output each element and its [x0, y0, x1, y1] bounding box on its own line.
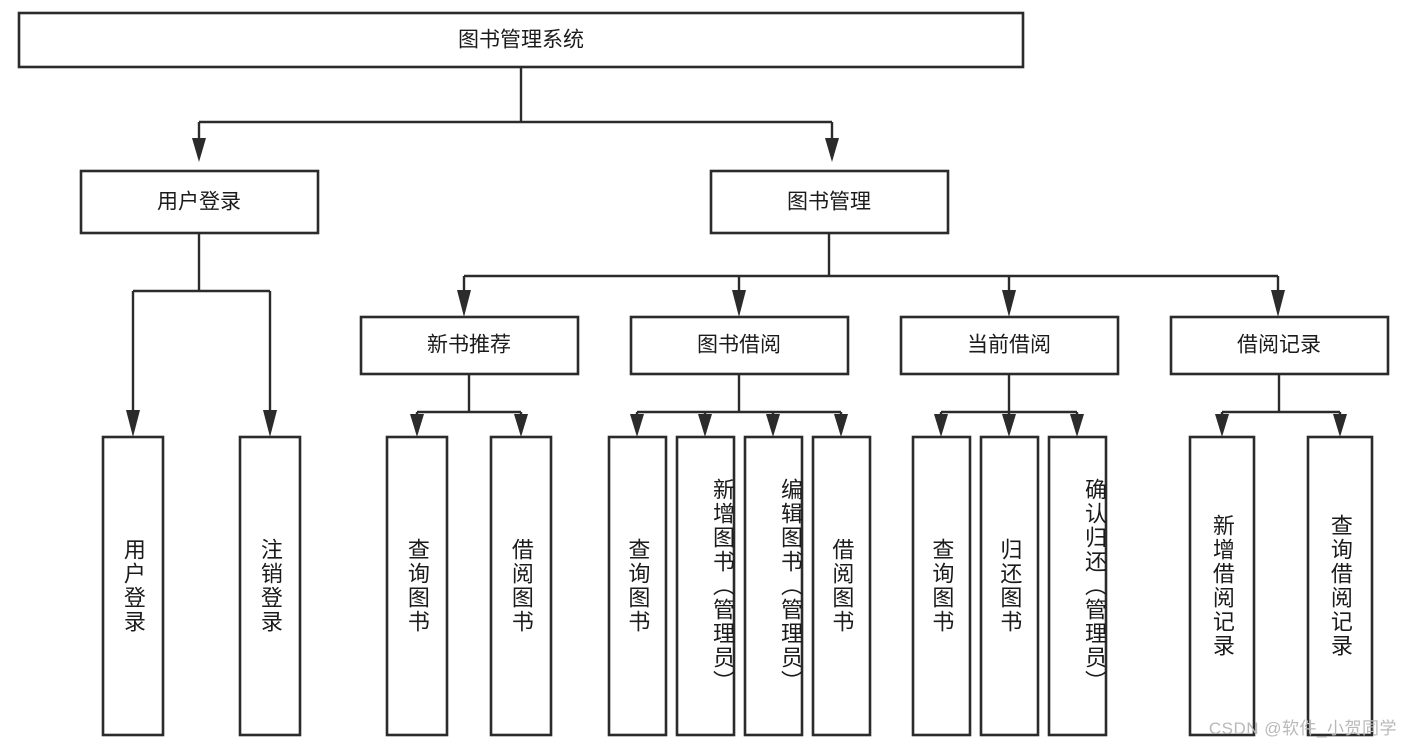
leaf-box-user-login [101, 435, 165, 737]
node-book-manage: 图书管理 [709, 169, 950, 235]
node-current-borrow-box [899, 315, 1120, 376]
arrow-to-leaf-edit-book [766, 414, 780, 437]
arrow-to-leaf-logout [263, 410, 277, 437]
csdn-watermark: CSDN @软件_小贺同学 [1208, 719, 1397, 738]
node-borrow-records: 借阅记录 [1169, 315, 1390, 376]
arrow-to-book-manage [825, 138, 839, 162]
arrow-to-leaf-query-book-1 [410, 414, 424, 437]
leaf-box-borrow-book-1 [489, 435, 553, 737]
leaf-box-logout [238, 435, 302, 737]
connector-new-book-rec-to-leaves [410, 374, 528, 437]
arrow-to-leaf-query-book-2 [630, 414, 644, 437]
node-current-borrow-label: 当前借阅 [967, 334, 1051, 357]
connector-book-manage-to-level3 [457, 233, 1285, 317]
leaf-box-edit-book [743, 435, 804, 737]
node-root: 图书管理系统 [17, 11, 1025, 69]
connector-book-borrow-to-leaves [630, 374, 848, 437]
leaf-box-borrow-book-2 [811, 435, 872, 737]
connector-root-to-level2 [192, 67, 839, 162]
arrow-to-leaf-return-book [1002, 414, 1016, 437]
node-borrow-records-label: 借阅记录 [1237, 334, 1321, 357]
arrow-to-current-borrow [1002, 290, 1016, 317]
arrow-to-leaf-query-record [1333, 414, 1347, 437]
node-book-manage-label: 图书管理 [787, 191, 871, 214]
node-current-borrow: 当前借阅 [899, 315, 1120, 376]
arrow-to-leaf-add-book [698, 414, 712, 437]
arrow-to-book-borrow [732, 290, 746, 317]
node-new-book-rec-box [359, 315, 580, 376]
arrow-to-borrow-records [1271, 290, 1285, 317]
leaf-box-confirm-return [1047, 435, 1108, 737]
node-root-label: 图书管理系统 [458, 29, 584, 52]
node-new-book-rec: 新书推荐 [359, 315, 580, 376]
leaf-box-return-book [979, 435, 1040, 737]
connector-current-borrow-to-leaves [934, 374, 1084, 437]
arrow-to-leaf-borrow-book-2 [834, 414, 848, 437]
leaf-box-query-book-2 [607, 435, 668, 737]
node-user-login-box [79, 169, 320, 235]
leaf-box-add-record [1188, 435, 1256, 737]
leaf-box-query-book-3 [911, 435, 972, 737]
node-book-borrow-label: 图书借阅 [697, 334, 781, 357]
arrow-to-leaf-query-book-3 [934, 414, 948, 437]
node-user-login-label: 用户登录 [157, 191, 241, 214]
node-user-login: 用户登录 [79, 169, 320, 235]
arrow-to-leaf-borrow-book-1 [514, 414, 528, 437]
arrow-to-leaf-add-record [1215, 414, 1229, 437]
leaf-box-query-book-1 [385, 435, 449, 737]
node-root-box [17, 11, 1025, 69]
leaf-box-query-record [1306, 435, 1374, 737]
node-book-borrow: 图书借阅 [629, 315, 850, 376]
arrow-to-leaf-user-login [126, 410, 140, 437]
connector-user-login-to-leaves [126, 233, 277, 437]
arrow-to-leaf-confirm-return [1070, 414, 1084, 437]
arrow-to-user-login [192, 138, 206, 162]
leaf-box-add-book [675, 435, 736, 737]
connector-borrow-records-to-leaves [1215, 374, 1347, 437]
arrow-to-new-book-rec [457, 290, 471, 317]
node-new-book-rec-label: 新书推荐 [427, 334, 511, 357]
